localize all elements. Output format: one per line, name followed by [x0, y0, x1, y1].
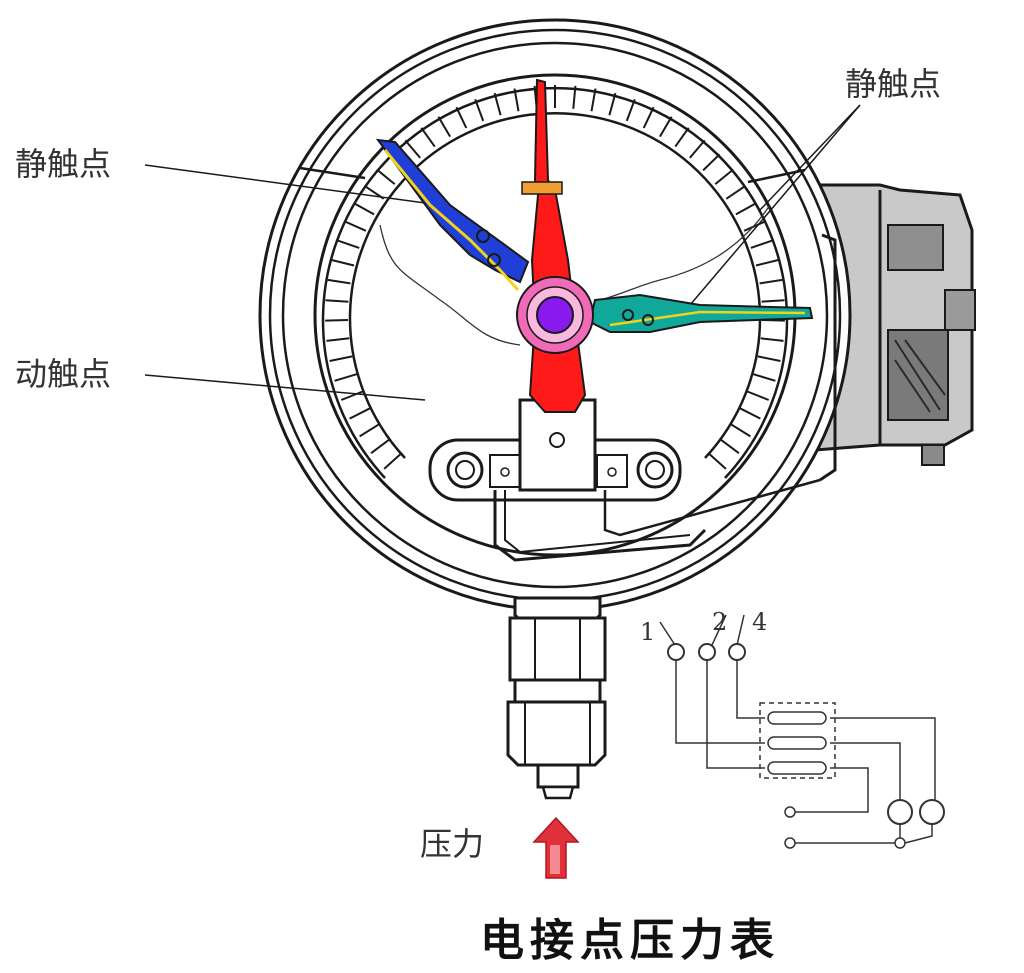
scale-tick	[642, 106, 655, 129]
scale-tick	[746, 390, 770, 401]
scale-tick	[730, 423, 751, 438]
scale-tick	[625, 98, 636, 122]
scale-tick	[759, 278, 783, 285]
diagram-title: 电接点压力表	[480, 915, 780, 966]
scale-tick	[743, 220, 766, 232]
movement-bracket	[428, 398, 821, 562]
scale-tick	[739, 407, 761, 420]
leader-lines	[144, 104, 861, 401]
scale-tick	[326, 337, 350, 342]
scale-tick	[725, 185, 746, 200]
scale-tick	[755, 259, 779, 267]
scale-tick	[383, 452, 402, 470]
scale-tick	[349, 407, 371, 420]
scale-tick	[359, 423, 380, 438]
label-pressure: 压力	[420, 825, 484, 863]
label-moving-contact: 动触点	[15, 355, 111, 393]
dial-scale	[321, 85, 789, 479]
scale-tick	[437, 116, 451, 138]
scale-tick	[325, 299, 349, 303]
right-static-contact	[588, 293, 814, 333]
terminal-label-4: 4	[752, 608, 767, 636]
scale-tick	[353, 202, 375, 216]
scale-tick	[761, 299, 785, 303]
scale-tick	[753, 373, 776, 382]
scale-tick	[331, 259, 355, 267]
scale-tick	[337, 239, 360, 249]
junction-box	[813, 183, 976, 466]
scale-tick	[474, 98, 485, 122]
scale-tick	[750, 239, 773, 249]
scale-tick	[608, 92, 617, 116]
scale-tick	[325, 319, 349, 322]
scale-tick	[702, 153, 721, 172]
terminal-label-1: 1	[640, 618, 655, 646]
scale-tick	[689, 139, 706, 159]
scale-tick	[572, 85, 577, 109]
scale-tick	[719, 438, 740, 455]
scale-tick	[370, 438, 391, 455]
scale-tick	[340, 390, 364, 401]
scale-tick	[376, 168, 396, 185]
scale-tick	[513, 88, 520, 112]
scale-tick	[329, 355, 353, 362]
scale-tick	[674, 127, 690, 148]
scale-tick	[590, 88, 597, 112]
scale-tick	[493, 92, 502, 116]
pressure-connector	[506, 596, 607, 800]
scale-tick	[334, 373, 357, 382]
scale-tick	[455, 106, 468, 129]
scale-tick	[735, 202, 757, 216]
scale-tick	[420, 127, 436, 148]
scale-tick	[757, 355, 781, 362]
internal-wires	[379, 204, 771, 346]
wiring-schematic: 1 2 4	[640, 608, 945, 849]
scale-tick	[659, 116, 673, 138]
pressure-arrow-icon	[532, 816, 580, 879]
scale-tick	[760, 337, 784, 342]
scale-tick	[714, 168, 734, 185]
label-static-contact-left: 静触点	[15, 145, 111, 183]
scale-tick	[327, 278, 351, 285]
terminal-label-2: 2	[712, 608, 727, 636]
left-static-contact	[375, 138, 530, 292]
pointer-hub	[516, 276, 594, 354]
scale-tick	[708, 452, 727, 470]
label-static-contact-right: 静触点	[845, 65, 941, 103]
scale-tick	[344, 220, 367, 232]
scale-tick	[404, 139, 421, 159]
